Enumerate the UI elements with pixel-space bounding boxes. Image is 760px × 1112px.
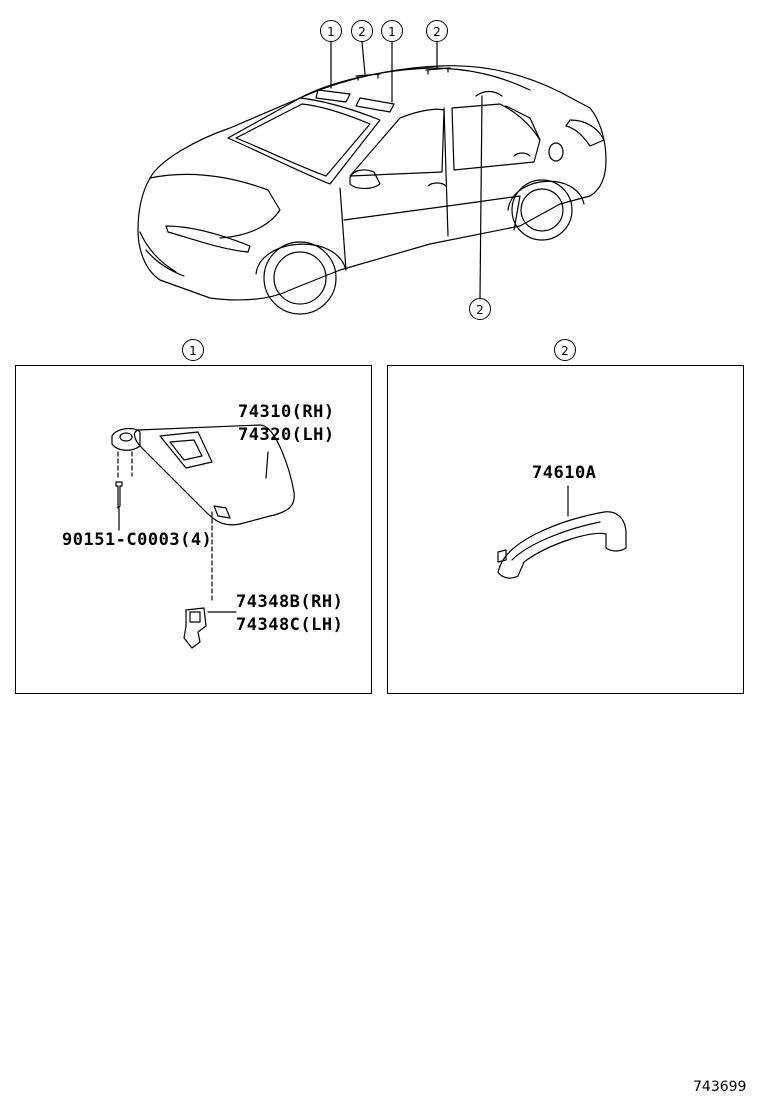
visor-holder-clip: [183, 607, 207, 649]
car-windshield: [227, 97, 381, 185]
car-rear-arch: [507, 180, 585, 211]
panel-1-header: 1: [182, 339, 204, 361]
callout-leader-2c: [479, 95, 483, 299]
car-headlight: [165, 225, 251, 253]
callout-leader-2a: [361, 41, 366, 75]
car-front-wheel-outer: [263, 241, 337, 315]
label-visor-holder-lh: 74348C(LH): [236, 615, 344, 635]
visor-clip-tab: [213, 505, 231, 519]
mounting-screw: [115, 481, 123, 509]
car-rear-window: [451, 103, 541, 171]
car-fuel-door: [548, 142, 564, 162]
car-rear-wheel-inner: [520, 188, 564, 232]
car-rear-quarter: [505, 105, 541, 141]
label-sun-visor-lh: 74320(LH): [238, 425, 335, 445]
sun-visor-shape: [133, 424, 295, 526]
car-grip-side: [475, 90, 503, 97]
vehicle-overview-illustration: [137, 41, 607, 315]
assist-grip-shape: [497, 511, 627, 579]
callout-sun-visor-lh: 1: [320, 20, 342, 42]
label-assist-grip: 74610A: [532, 463, 597, 483]
car-windshield-inner: [235, 103, 371, 177]
car-rear-wheel-outer: [511, 179, 573, 241]
car-mirror: [349, 169, 381, 190]
car-visor-rh: [355, 97, 395, 113]
callout-assist-grip-front: 2: [351, 20, 373, 42]
car-body-outline: [137, 65, 607, 301]
car-rear-door: [447, 195, 521, 231]
car-rear-handle: [513, 152, 531, 157]
car-tail-lamp: [565, 119, 605, 147]
callout-assist-grip-rear: 2: [426, 20, 448, 42]
callout-sun-visor-rh: 1: [381, 20, 403, 42]
car-grip-front: [355, 73, 381, 81]
visor-pivot-bracket: [111, 427, 141, 451]
label-sun-visor-rh: 74310(RH): [238, 402, 335, 422]
label-screw: 90151-C0003(4): [62, 530, 213, 550]
car-front-handle: [427, 182, 447, 187]
visor-holder-slot: [189, 611, 201, 623]
car-b-pillar: [443, 107, 449, 237]
car-front-door: [339, 187, 449, 271]
car-front-arch: [255, 243, 347, 275]
assist-grip-left-mount: [497, 549, 507, 563]
car-hood-line: [149, 173, 281, 239]
illustration-number: 743699: [693, 1079, 747, 1095]
leader-visor: [265, 451, 269, 479]
car-visor-lh: [315, 89, 351, 103]
panel-assist-grip: [387, 365, 744, 694]
assist-grip-inner: [511, 521, 601, 561]
visor-pivot-hole: [119, 432, 133, 442]
sun-visor-mirror: [159, 431, 213, 469]
car-front-wheel-inner: [273, 251, 327, 305]
callout-assist-grip-side: 2: [469, 298, 491, 320]
label-visor-holder-rh: 74348B(RH): [236, 592, 344, 612]
panel-2-header: 2: [554, 339, 576, 361]
car-grip-rear: [425, 67, 451, 75]
panel-sun-visor: [15, 365, 372, 694]
screw-locating-line: [117, 451, 133, 479]
car-grille: [139, 231, 185, 277]
